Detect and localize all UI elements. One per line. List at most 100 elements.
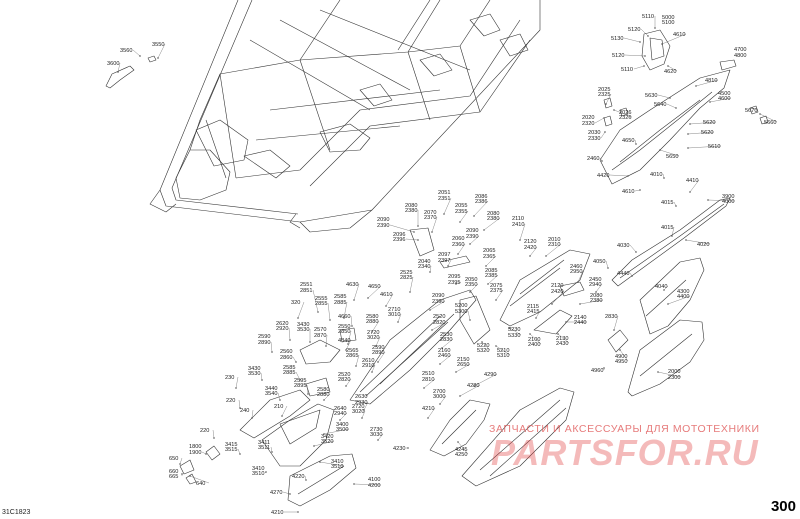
leader-dot [695,85,697,87]
leader-dot [371,371,373,373]
leader-lines [117,16,778,513]
leader-line [667,295,691,305]
part-callout: 2555 [315,296,327,302]
part-callout: 4100 [368,477,380,483]
page-number: 300 [770,498,796,515]
part-callout: 2930 [355,400,367,406]
leader-dot [251,417,253,419]
leader-line [600,131,606,139]
leader-dot [189,475,191,477]
part-callout: 5110 [621,67,633,73]
leader-line [441,338,454,349]
leader-line [624,54,646,57]
leader-line [355,354,360,367]
part-callout: 2090 [466,228,478,234]
leader-line [405,238,419,241]
leader-line [529,246,538,257]
leader-dot [307,393,309,395]
leader-line [623,37,641,43]
part-callout: 2351 [438,196,450,202]
part-callout: 2080 [590,293,602,299]
part-callout: 4620 [664,69,676,75]
leader-line [350,315,353,327]
part-callout: 2326 [619,115,631,121]
leader-dot [457,441,459,443]
leader-line [237,448,241,455]
part-callout: 2325 [598,92,610,98]
leader-dot [595,291,597,293]
part-callout: 2410 [512,222,524,228]
part-callout: 2570 [314,327,326,333]
part-callout: 4960 [591,368,603,374]
leader-dot [443,213,445,215]
leader-dot [213,437,215,439]
leader-dot [429,271,431,273]
leader-dot [751,107,753,109]
part-callout: 2030 [588,130,600,136]
leader-line [485,255,497,267]
part-callout: 5320 [477,348,489,354]
leader-dot [139,55,141,57]
leader-dot [457,253,459,255]
leader-dot [375,345,377,347]
leader-line [325,334,328,347]
part-callout: 2420 [524,245,536,251]
part-callout: 220 [200,428,209,434]
leader-line [689,121,717,125]
leader-line [605,260,609,269]
part-callout: 2395 [448,280,460,286]
part-callout: 3411 [258,440,270,446]
part-callout: 2110 [512,216,524,222]
part-callout: 2885 [334,300,346,306]
leader-line [306,384,309,395]
leader-dot [313,445,315,447]
part-callout: 2051 [438,190,450,196]
part-callout: 2010 [548,237,560,243]
leader-dot [603,117,605,119]
leader-line [212,429,215,439]
leader-dot [473,215,475,217]
leader-line [327,302,331,321]
leader-dot [603,367,605,369]
leader-line [292,356,297,363]
part-callout: 2100 [528,337,540,343]
part-callout: 5640 [654,102,666,108]
part-callout: 4600 [718,96,730,102]
part-callout: 2630 [355,394,367,400]
leader-dot [261,379,263,381]
part-callout: 3530 [297,327,309,333]
part-callout: 3515 [225,447,237,453]
leader-line [371,364,376,373]
leader-line [371,320,380,333]
leader-line [629,244,637,253]
leader-dot [329,319,331,321]
leader-line [455,363,471,373]
leader-line [467,310,471,321]
leader-line [397,313,402,323]
part-callout: 2850 [338,329,350,335]
part-callout: 2940 [589,282,601,288]
leader-line [235,376,239,389]
leader-line [363,401,369,411]
part-callout: 2460 [570,264,582,270]
part-callout: 3430 [248,366,260,372]
part-callout: 4660 [338,314,350,320]
leader-dot [663,289,665,291]
leader-line [469,283,479,293]
leader-dot [709,101,711,103]
part-callout: 2400 [528,342,540,348]
part-callout: 2585 [334,294,346,300]
part-callout: 5620 [701,130,713,136]
leader-dot [271,351,273,353]
leader-dot [647,35,649,37]
part-callout: 4610 [622,189,634,195]
leader-line [385,293,394,307]
leader-dot [363,409,365,411]
leader-dot [343,317,345,319]
leader-dot [397,321,399,323]
leader-line [339,412,348,421]
part-callout: 3010 [388,312,400,318]
leader-dot [495,299,497,301]
leader-line [759,113,778,123]
